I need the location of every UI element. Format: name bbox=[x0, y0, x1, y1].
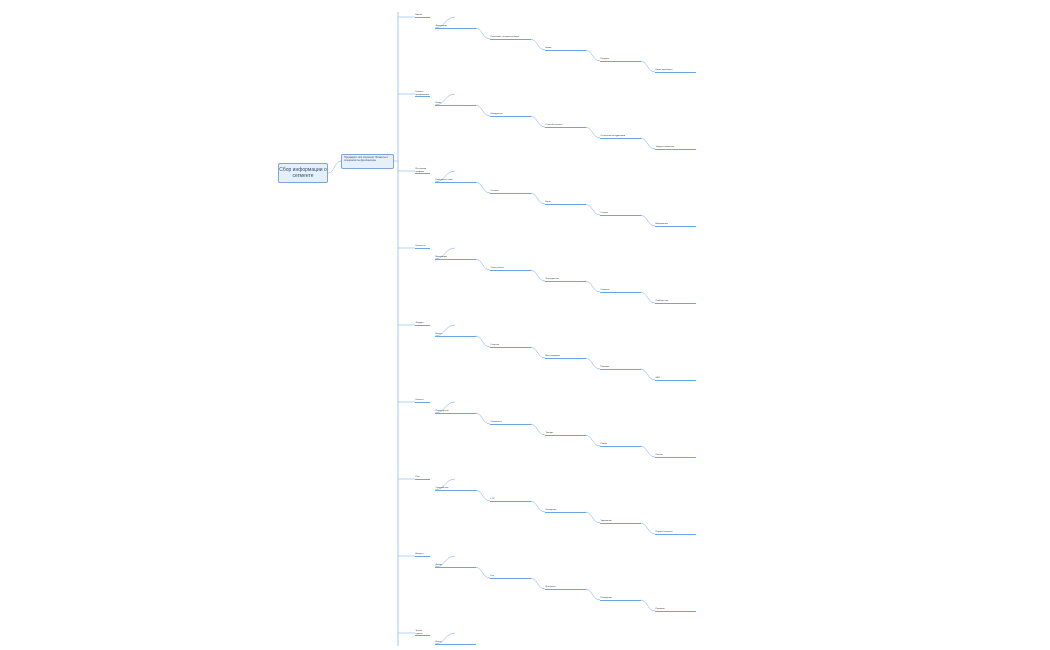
mind-map-node[interactable]: Блоги bbox=[435, 333, 476, 337]
mind-map-node[interactable]: Сообщества bbox=[655, 300, 696, 304]
mind-map-node[interactable]: Фрилансер bbox=[435, 25, 476, 29]
edge-node-28 bbox=[584, 357, 601, 370]
edge-node-13 bbox=[434, 170, 456, 183]
edge-node-34 bbox=[584, 434, 601, 447]
edge-node-14 bbox=[474, 181, 491, 194]
mind-map-node[interactable]: Ключевые слова bbox=[435, 179, 476, 183]
mind-map-node[interactable]: Удержание bbox=[600, 520, 641, 524]
mind-map-node[interactable]: Конкуренты bbox=[490, 113, 531, 117]
mind-map-node[interactable]: Этапы сделки bbox=[415, 630, 430, 637]
edge-node-49 bbox=[434, 632, 456, 645]
edge-node-23 bbox=[639, 291, 656, 304]
edge-node-2 bbox=[474, 27, 491, 40]
edge-node-32 bbox=[474, 412, 491, 425]
edge-node-11 bbox=[639, 137, 656, 150]
edge-root-sub bbox=[327, 160, 342, 174]
edge-node-45 bbox=[529, 577, 546, 590]
mind-map-node[interactable]: Мессенджеры bbox=[545, 355, 586, 359]
mind-map-node[interactable]: Контент bbox=[415, 399, 430, 403]
mind-map-node[interactable]: Итоги bbox=[435, 641, 476, 645]
edge-node-38 bbox=[474, 489, 491, 502]
mind-map-node[interactable]: Поведение bbox=[600, 597, 641, 601]
mind-map-node[interactable]: Гео bbox=[490, 575, 531, 579]
edge-node-10 bbox=[584, 126, 601, 139]
root-node[interactable]: Сбор информации о сегменте bbox=[278, 163, 328, 183]
mind-map-node[interactable]: Интересы bbox=[545, 586, 586, 590]
mind-map-node[interactable]: Соцсети bbox=[490, 344, 531, 348]
edge-node-17 bbox=[639, 214, 656, 227]
mind-map-node[interactable]: Источники трафика bbox=[415, 168, 430, 175]
edge-node-16 bbox=[584, 203, 601, 216]
edge-node-22 bbox=[584, 280, 601, 293]
mind-map-node[interactable]: Возраст bbox=[415, 553, 430, 557]
edge-node-35 bbox=[639, 445, 656, 458]
edge-node-21 bbox=[529, 269, 546, 282]
mind-map-node[interactable]: Страхи bbox=[600, 212, 641, 216]
mind-map-node[interactable]: Портрет клиента bbox=[655, 531, 696, 535]
mind-map-node[interactable]: Ресурсы bbox=[600, 58, 641, 62]
mind-map-node[interactable]: Особенности аудитории bbox=[600, 135, 641, 139]
edge-node-15 bbox=[529, 192, 546, 205]
mind-map-node[interactable]: LTV bbox=[490, 498, 531, 502]
mind-map-node[interactable]: Бизнес bbox=[415, 14, 430, 18]
mind-map-node[interactable]: SEO bbox=[655, 377, 696, 381]
edge-node-39 bbox=[529, 500, 546, 513]
edge-node-8 bbox=[474, 104, 491, 117]
mind-map-node[interactable]: Решения bbox=[655, 608, 696, 612]
edge-node-25 bbox=[434, 324, 456, 337]
mind-map-node[interactable]: Партнерства bbox=[435, 410, 476, 414]
edge-node-33 bbox=[529, 423, 546, 436]
mind-map-node[interactable]: Опыт работы bbox=[490, 267, 531, 271]
edge-node-44 bbox=[474, 566, 491, 579]
mind-map-node[interactable]: Реклама bbox=[600, 366, 641, 370]
mind-map-node[interactable]: Способы оплаты bbox=[545, 124, 586, 128]
edge-node-9 bbox=[529, 115, 546, 128]
edge-node-40 bbox=[584, 511, 601, 524]
mind-map-node[interactable]: Возражения bbox=[655, 223, 696, 227]
edge-node-43 bbox=[434, 555, 456, 568]
mind-map-node[interactable]: Мотивация bbox=[435, 256, 476, 260]
mind-map-node[interactable]: Конверсия bbox=[545, 509, 586, 513]
mind-map-node[interactable]: Цены bbox=[435, 102, 476, 106]
edge-node-4 bbox=[584, 49, 601, 62]
edge-node-37 bbox=[434, 478, 456, 491]
mind-map-node[interactable]: Рост bbox=[415, 476, 430, 480]
mind-map-node[interactable]: Объем bbox=[655, 454, 696, 458]
mind-map-node[interactable]: Средний чек bbox=[435, 487, 476, 491]
mind-map-node[interactable]: Сезонность bbox=[490, 421, 531, 425]
mind-map-node[interactable]: Форумы bbox=[415, 322, 430, 326]
edge-node-20 bbox=[474, 258, 491, 271]
edge-node-41 bbox=[639, 522, 656, 535]
edge-node-31 bbox=[434, 401, 456, 414]
mind-map-node[interactable]: Доход bbox=[435, 564, 476, 568]
mind-map-node[interactable]: Сервисы bbox=[600, 289, 641, 293]
mind-map-node[interactable]: Боли bbox=[545, 201, 586, 205]
edge-node-27 bbox=[529, 346, 546, 359]
mind-map-node[interactable]: Запросы клиентов bbox=[655, 146, 696, 150]
mind-map-node[interactable]: Отзывы bbox=[490, 190, 531, 194]
mind-map-node[interactable]: Инструменты bbox=[545, 278, 586, 282]
edge-node-29 bbox=[639, 368, 656, 381]
mind-map-node[interactable]: Ценности bbox=[415, 245, 430, 249]
edge-node-19 bbox=[434, 247, 456, 260]
edge-node-5 bbox=[639, 60, 656, 73]
edge-node-7 bbox=[434, 93, 456, 106]
mind-map-node[interactable]: Рынок bbox=[600, 443, 641, 447]
edge-node-26 bbox=[474, 335, 491, 348]
mind-map-node[interactable]: Каналы продвижения bbox=[415, 91, 430, 98]
edge-node-3 bbox=[529, 38, 546, 51]
mind-map-node[interactable]: Тренды bbox=[545, 432, 586, 436]
edge-node-1 bbox=[434, 16, 456, 29]
mind-map-node[interactable]: Проблемы, которые решают bbox=[490, 36, 531, 40]
edge-node-47 bbox=[639, 599, 656, 612]
mind-map-node[interactable]: Ниши bbox=[545, 47, 586, 51]
mind-map-node[interactable]: Какие проблемы bbox=[655, 69, 696, 73]
edge-node-46 bbox=[584, 588, 601, 601]
main-branch-node[interactable]: Предварит-ное изучение: Бизнесы и специа… bbox=[341, 154, 394, 169]
